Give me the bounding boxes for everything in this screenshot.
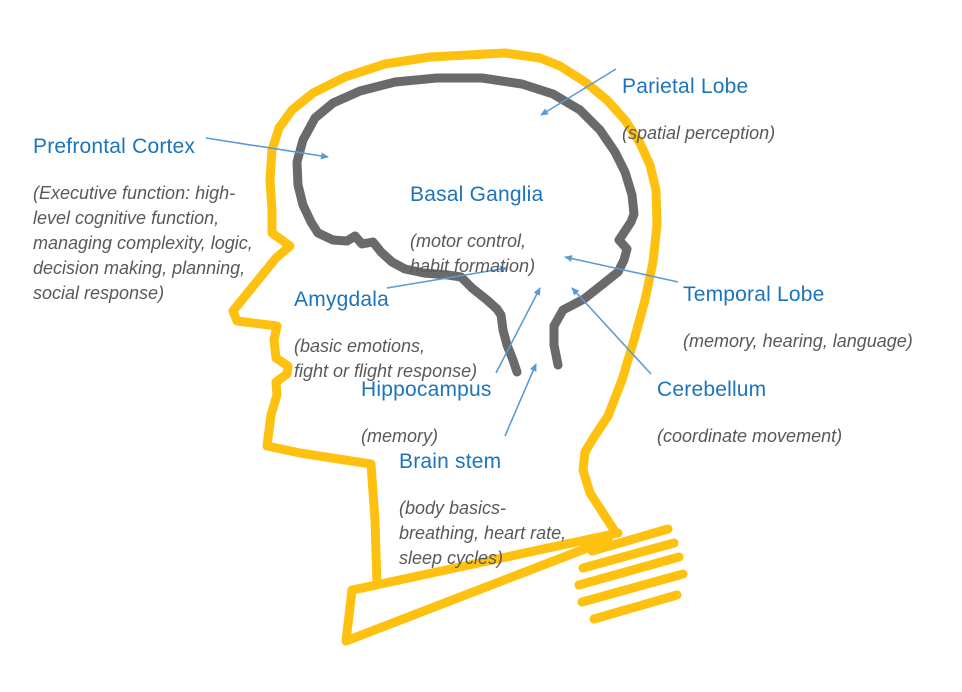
region-name: Cerebellum — [657, 378, 767, 401]
collar-stripe — [577, 569, 688, 607]
collar-upper-line — [357, 528, 623, 593]
region-description: (motor control, habit formation) — [410, 231, 536, 276]
region-name: Prefrontal Cortex — [33, 135, 196, 158]
label-brain-stem: Brain stem (body basics- breathing, hear… — [399, 431, 566, 589]
leader-brain-stem — [504, 363, 537, 437]
region-name: Temporal Lobe — [683, 283, 825, 306]
leader-hippocampus — [495, 287, 541, 374]
collar-stripe — [589, 590, 682, 624]
label-basal-ganglia: Basal Ganglia (motor control, habit form… — [410, 164, 543, 297]
region-description: (Executive function: high- level cogniti… — [33, 183, 253, 303]
collar-stripe — [587, 524, 673, 556]
leader-parietal-lobe — [540, 68, 617, 116]
region-description: (memory, hearing, language) — [683, 331, 913, 351]
label-temporal-lobe: Temporal Lobe (memory, hearing, language… — [683, 264, 913, 372]
region-name: Brain stem — [399, 450, 502, 473]
leader-temporal-lobe — [564, 255, 679, 283]
region-name: Hippocampus — [361, 378, 492, 401]
label-amygdala: Amygdala (basic emotions, fight or fligh… — [294, 269, 477, 402]
region-name: Amygdala — [294, 288, 389, 311]
region-description: (spatial perception) — [622, 123, 776, 143]
region-name: Basal Ganglia — [410, 183, 544, 206]
label-cerebellum: Cerebellum (coordinate movement) — [657, 359, 842, 467]
leader-prefrontal-cortex — [205, 137, 329, 160]
collar-stripe — [574, 552, 684, 590]
collar-stripe — [578, 538, 679, 573]
label-hippocampus: Hippocampus (memory) — [361, 359, 492, 467]
collar-stripes — [574, 524, 688, 624]
region-description: (coordinate movement) — [657, 426, 843, 446]
head-outline — [228, 48, 662, 646]
leader-lines — [205, 68, 679, 437]
region-description: (basic emotions, fight or flight respons… — [294, 336, 478, 381]
region-description: (body basics- breathing, heart rate, sle… — [399, 498, 567, 568]
label-prefrontal-cortex: Prefrontal Cortex (Executive function: h… — [33, 116, 253, 324]
label-parietal-lobe: Parietal Lobe (spatial perception) — [622, 56, 775, 164]
region-description: (memory) — [361, 426, 438, 446]
leader-amygdala — [386, 265, 508, 289]
leader-cerebellum — [571, 287, 652, 375]
region-name: Parietal Lobe — [622, 75, 749, 98]
